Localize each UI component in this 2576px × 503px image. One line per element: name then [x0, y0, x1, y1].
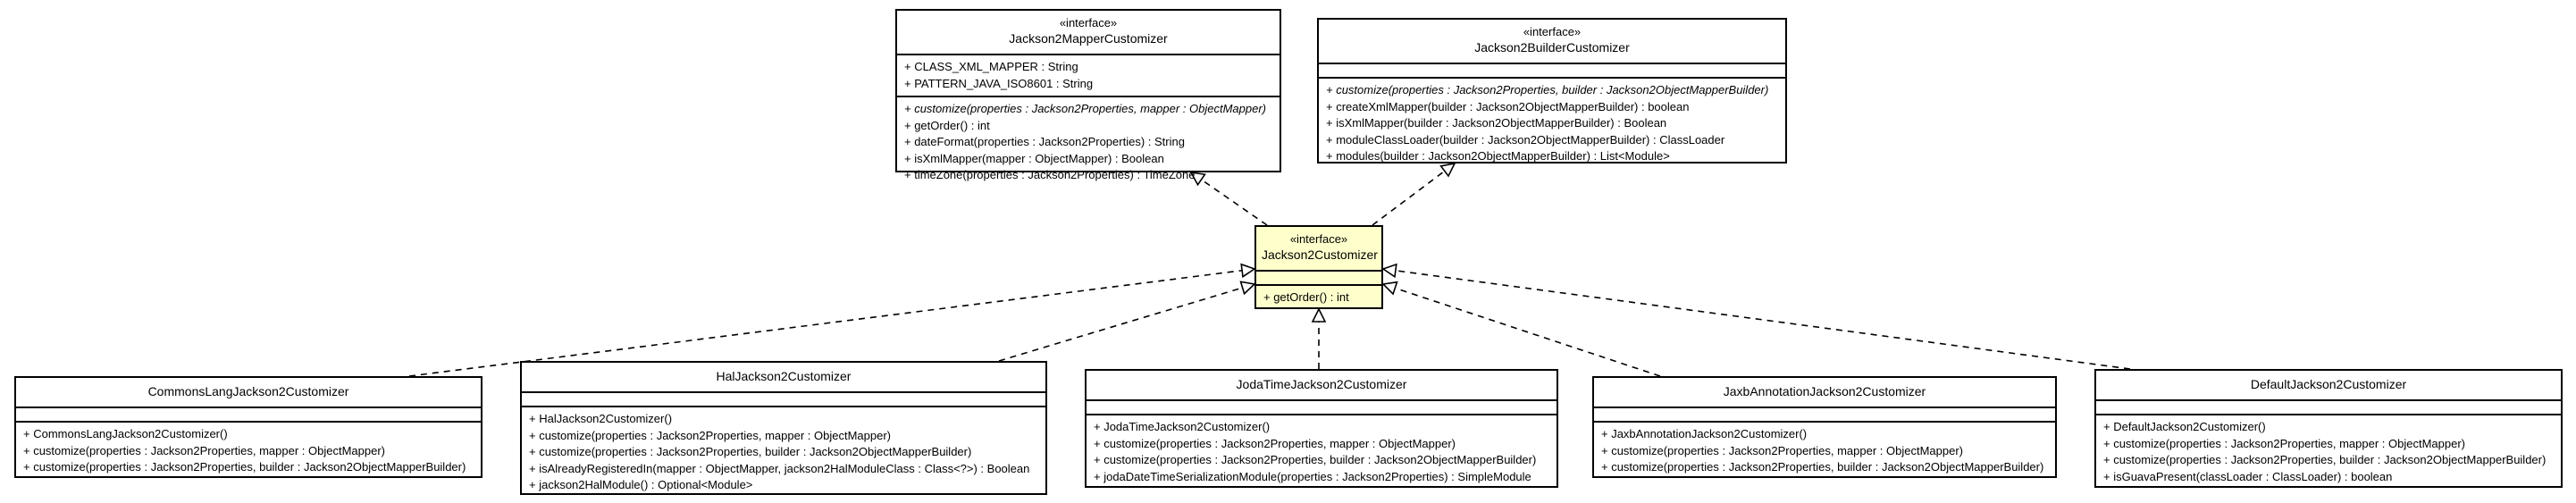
fields-compartment: [2096, 399, 2561, 414]
method: + customize(properties : Jackson2Propert…: [1094, 453, 1537, 466]
realization-arrowhead: [1311, 307, 1327, 323]
methods-compartment: + customize(properties : Jackson2Propert…: [1319, 77, 1785, 169]
class-name: Jackson2Customizer: [1262, 247, 1378, 262]
class-jaxb-annotation-jackson2-customizer[interactable]: JaxbAnnotationJackson2Customizer + JaxbA…: [1592, 376, 2057, 478]
method: + getOrder() : int: [1263, 290, 1349, 304]
method: + isAlreadyRegisteredIn(mapper : ObjectM…: [529, 461, 1030, 475]
realization-edge: [1372, 170, 1446, 226]
fields-compartment: [1087, 399, 1557, 414]
methods-compartment: + CommonsLangJackson2Customizer() + cust…: [16, 421, 481, 480]
methods-compartment: + HalJackson2Customizer() + customize(pr…: [522, 406, 1045, 498]
fields-compartment: [1256, 270, 1381, 284]
class-header: «interface» Jackson2BuilderCustomizer: [1319, 20, 1785, 63]
realization-edge: [1201, 179, 1268, 226]
method: + DefaultJackson2Customizer(): [2103, 420, 2266, 433]
method: + customize(properties : Jackson2Propert…: [1601, 460, 2044, 474]
class-name: DefaultJackson2Customizer: [2250, 377, 2407, 391]
method: + customize(properties : Jackson2Propert…: [2103, 453, 2547, 466]
class-header: JodaTimeJackson2Customizer: [1087, 371, 1557, 399]
realization-arrowhead: [1381, 263, 1397, 279]
methods-compartment: + getOrder() : int: [1256, 284, 1381, 310]
method: + customize(properties : Jackson2Propert…: [529, 445, 972, 458]
method: + customize(properties : Jackson2Propert…: [904, 102, 1266, 115]
method: + customize(properties : Jackson2Propert…: [529, 428, 891, 442]
class-default-jackson2-customizer[interactable]: DefaultJackson2Customizer + DefaultJacks…: [2094, 369, 2563, 488]
class-name: Jackson2MapperCustomizer: [1009, 31, 1168, 46]
stereotype: «interface»: [1059, 16, 1118, 29]
methods-compartment: + customize(properties : Jackson2Propert…: [897, 96, 1280, 188]
realization-edge: [1395, 287, 1661, 377]
method: + customize(properties : Jackson2Propert…: [2103, 436, 2465, 450]
method: + createXmlMapper(builder : Jackson2Obje…: [1326, 99, 1690, 113]
method: + customize(properties : Jackson2Propert…: [1094, 436, 1456, 450]
class-commons-lang-jackson2-customizer[interactable]: CommonsLangJackson2Customizer + CommonsL…: [14, 376, 482, 478]
realization-edge: [408, 269, 1243, 377]
class-header: DefaultJackson2Customizer: [2096, 371, 2561, 399]
method: + jackson2HalModule() : Optional<Module>: [529, 478, 753, 491]
method: + jodaDateTimeSerializationModule(proper…: [1094, 469, 1531, 483]
methods-compartment: + JodaTimeJackson2Customizer() + customi…: [1087, 414, 1557, 489]
fields-compartment: [16, 407, 481, 421]
method: + isXmlMapper(mapper : ObjectMapper) : B…: [904, 151, 1164, 165]
realization-arrowhead: [1240, 263, 1256, 279]
realization-arrowhead: [1239, 281, 1256, 296]
method: + customize(properties : Jackson2Propert…: [1326, 83, 1769, 96]
fields-compartment: [522, 391, 1045, 406]
class-header: CommonsLangJackson2Customizer: [16, 378, 481, 407]
method: + isXmlMapper(builder : Jackson2ObjectMa…: [1326, 116, 1667, 130]
method: + timeZone(properties : Jackson2Properti…: [904, 168, 1196, 181]
realization-arrowhead: [1381, 281, 1398, 296]
fields-compartment: [1319, 63, 1785, 77]
field: + PATTERN_JAVA_ISO8601 : String: [904, 76, 1094, 90]
class-header: «interface» Jackson2Customizer: [1256, 227, 1381, 270]
stereotype: «interface»: [1523, 25, 1582, 38]
method: + dateFormat(properties : Jackson2Proper…: [904, 135, 1185, 148]
method: + isGuavaPresent(classLoader : ClassLoad…: [2103, 469, 2393, 483]
class-jackson2-mapper-customizer[interactable]: «interface» Jackson2MapperCustomizer + C…: [895, 9, 1281, 181]
fields-compartment: + CLASS_XML_MAPPER : String + PATTERN_JA…: [897, 54, 1280, 96]
fields-compartment: [1594, 407, 2055, 421]
class-name: HalJackson2Customizer: [716, 369, 852, 383]
realization-arrowhead: [1189, 171, 1206, 187]
method: + getOrder() : int: [904, 118, 990, 132]
class-name: Jackson2BuilderCustomizer: [1474, 40, 1630, 54]
method: + JaxbAnnotationJackson2Customizer(): [1601, 427, 1808, 440]
method: + customize(properties : Jackson2Propert…: [1601, 443, 1963, 457]
realization-edge: [998, 287, 1243, 362]
method: + CommonsLangJackson2Customizer(): [23, 427, 228, 440]
method: + moduleClassLoader(builder : Jackson2Ob…: [1326, 132, 1725, 147]
class-hal-jackson2-customizer[interactable]: HalJackson2Customizer + HalJackson2Custo…: [520, 361, 1047, 495]
method: + HalJackson2Customizer(): [529, 412, 673, 425]
method: + JodaTimeJackson2Customizer(): [1094, 420, 1271, 433]
method: + customize(properties : Jackson2Propert…: [23, 443, 385, 457]
stereotype: «interface»: [1289, 232, 1348, 246]
class-name: CommonsLangJackson2Customizer: [147, 384, 349, 398]
method: + modules(builder : Jackson2ObjectMapper…: [1326, 149, 1670, 163]
method: + customize(properties : Jackson2Propert…: [23, 460, 466, 474]
field: + CLASS_XML_MAPPER : String: [904, 60, 1078, 73]
class-jackson2-builder-customizer[interactable]: «interface» Jackson2BuilderCustomizer + …: [1317, 18, 1787, 163]
class-header: JaxbAnnotationJackson2Customizer: [1594, 378, 2055, 407]
class-name: JodaTimeJackson2Customizer: [1236, 377, 1407, 391]
class-name: JaxbAnnotationJackson2Customizer: [1723, 384, 1926, 398]
class-header: «interface» Jackson2MapperCustomizer: [897, 11, 1280, 54]
methods-compartment: + JaxbAnnotationJackson2Customizer() + c…: [1594, 421, 2055, 480]
methods-compartment: + DefaultJackson2Customizer() + customiz…: [2096, 414, 2561, 489]
class-jackson2-customizer[interactable]: «interface» Jackson2Customizer + getOrde…: [1254, 225, 1383, 309]
class-joda-time-jackson2-customizer[interactable]: JodaTimeJackson2Customizer + JodaTimeJac…: [1085, 369, 1558, 488]
class-header: HalJackson2Customizer: [522, 363, 1045, 391]
realization-arrowhead: [1439, 162, 1456, 178]
realization-edge: [1395, 270, 2131, 370]
